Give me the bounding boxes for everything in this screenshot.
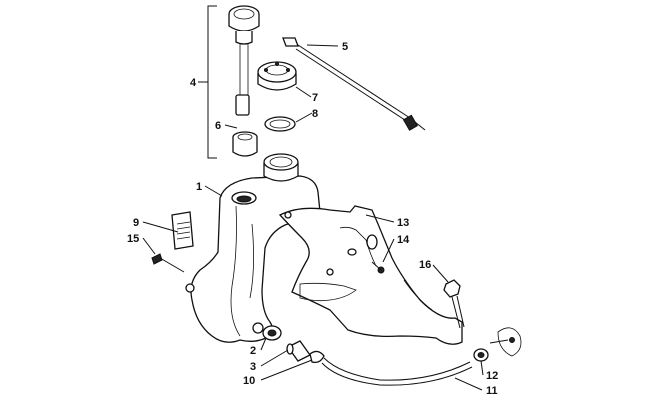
callout-4: 4 — [190, 77, 197, 89]
bolt-16 — [443, 279, 465, 329]
callout-13: 13 — [397, 217, 409, 229]
callout-16: 16 — [419, 259, 431, 271]
decal-9 — [171, 211, 194, 250]
callout-1: 1 — [196, 181, 202, 193]
fuel-cap-7 — [257, 61, 297, 91]
leader-lines — [142, 44, 484, 391]
callout-14: 14 — [397, 234, 410, 246]
grommet-6 — [232, 131, 258, 157]
callout-11: 11 — [486, 385, 498, 397]
heat-shield-13 — [278, 205, 463, 345]
bolt-14 — [371, 261, 385, 274]
callout-12: 12 — [486, 370, 498, 382]
hose-clamp-10 — [309, 350, 325, 364]
o-ring-8 — [264, 116, 296, 132]
callout-7: 7 — [312, 92, 318, 104]
filter-screen — [489, 327, 522, 357]
callout-9: 9 — [133, 217, 139, 229]
callout-6: 6 — [215, 120, 221, 132]
callout-8: 8 — [312, 108, 318, 120]
fuel-gauge-sender — [228, 5, 260, 116]
fuel-hose-11 — [321, 357, 473, 386]
grommet-12 — [473, 348, 489, 362]
callout-2: 2 — [250, 345, 256, 357]
callout-10: 10 — [243, 375, 255, 387]
vent-wire-5 — [282, 37, 426, 131]
grommet-2 — [262, 325, 282, 341]
screw-15 — [151, 253, 185, 273]
callout-15: 15 — [127, 233, 139, 245]
bracket-group-4 — [198, 5, 217, 159]
fuel-tank-1 — [185, 153, 321, 343]
callout-5: 5 — [342, 41, 348, 53]
fitting-3 — [286, 340, 311, 362]
callout-3: 3 — [250, 361, 256, 373]
